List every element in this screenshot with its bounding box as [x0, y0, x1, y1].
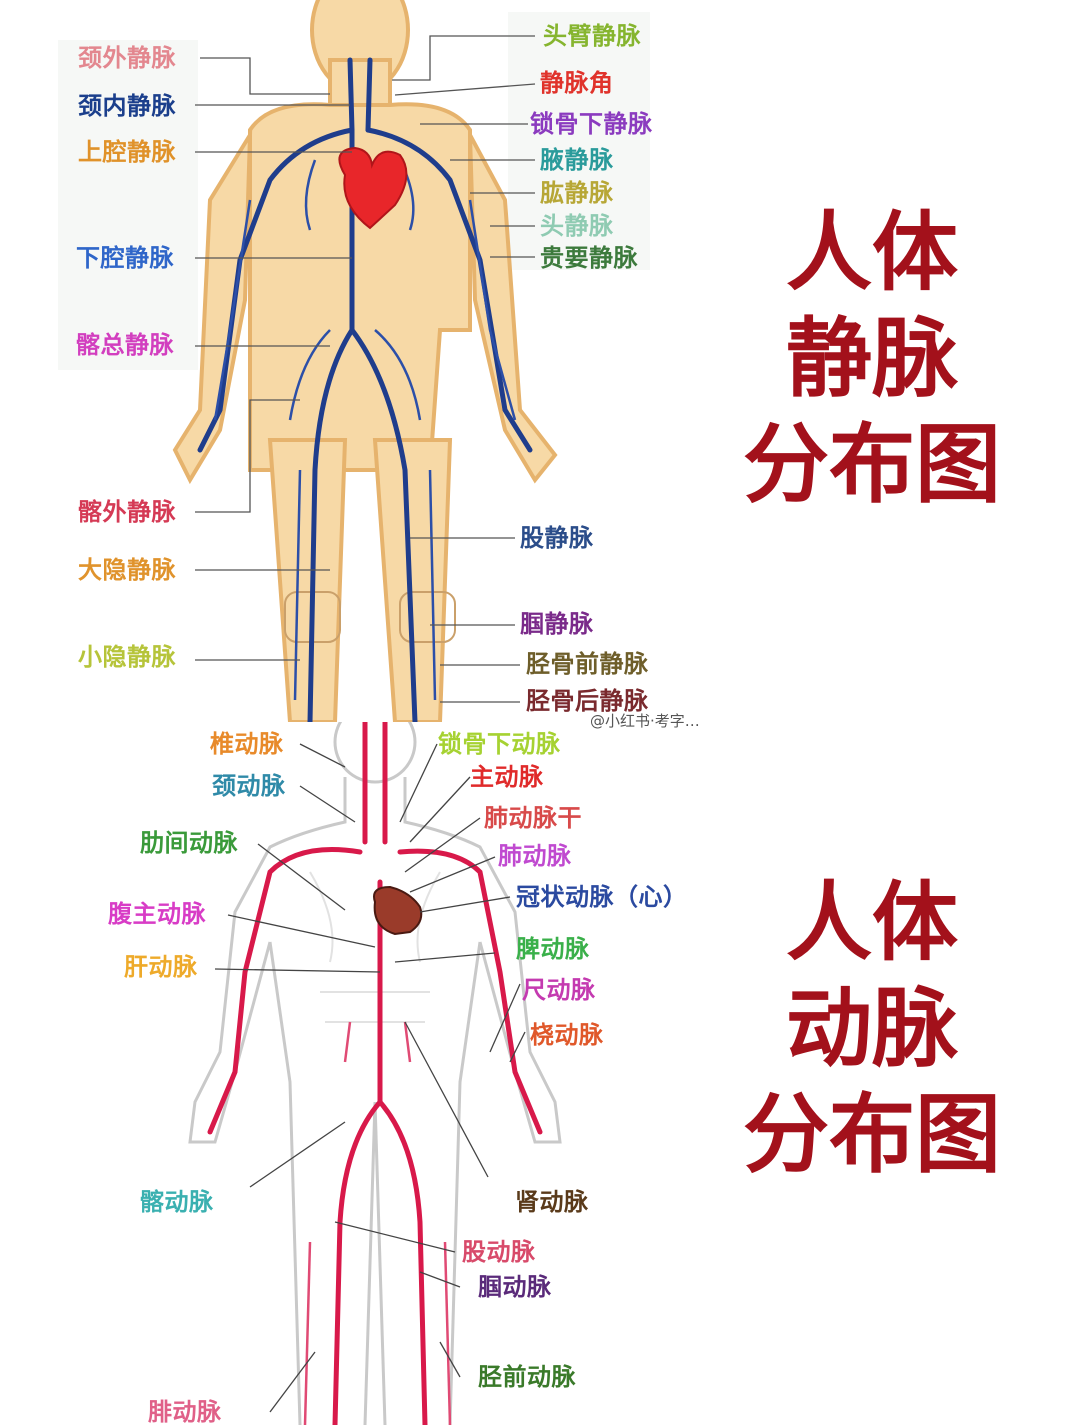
label-external-iliac-vein: 髂外静脉 [78, 498, 176, 526]
label-brachiocephalic-vein: 头臂静脉 [543, 22, 641, 50]
artery-diagram-title: 人体 动脉 分布图 [742, 880, 1002, 1198]
artery-title-line-1: 人体 [786, 873, 958, 973]
label-anterior-tibial-artery: 胫前动脉 [478, 1363, 576, 1391]
label-iliac-artery: 髂动脉 [140, 1188, 214, 1216]
label-carotid-artery: 颈动脉 [212, 772, 286, 800]
label-subclavian-artery: 锁骨下动脉 [438, 730, 561, 758]
label-radial-artery: 桡动脉 [530, 1021, 604, 1049]
label-ulnar-artery: 尺动脉 [522, 976, 596, 1004]
heart [338, 146, 408, 230]
label-aorta: 主动脉 [470, 763, 544, 791]
label-pulmonary-artery: 肺动脉 [498, 842, 572, 870]
label-peroneal-artery: 腓动脉 [148, 1398, 222, 1426]
vein-body-figure [58, 0, 650, 722]
branch-arteries [303, 1021, 452, 1425]
label-inferior-vena-cava: 下腔静脉 [76, 244, 174, 272]
artery-title-line-3: 分布图 [743, 1085, 1001, 1185]
label-popliteal-artery: 腘动脉 [478, 1273, 552, 1301]
label-posterior-tibial-vein: 胫骨后静脉 [526, 687, 649, 715]
label-subclavian-vein: 锁骨下静脉 [530, 110, 653, 138]
label-femoral-artery: 股动脉 [462, 1238, 536, 1266]
vein-title-line-1: 人体 [786, 203, 958, 303]
vein-diagram-panel: 颈外静脉 颈内静脉 上腔静脉 下腔静脉 髂总静脉 髂外静脉 大隐静脉 小隐静脉 … [58, 0, 1002, 730]
label-small-saphenous-vein: 小隐静脉 [78, 643, 176, 671]
label-pulmonary-trunk: 肺动脉干 [484, 804, 582, 832]
label-anterior-tibial-vein: 胫骨前静脉 [526, 650, 649, 678]
label-great-saphenous-vein: 大隐静脉 [78, 556, 176, 584]
left-label-backdrop [58, 40, 198, 370]
body-silhouette [172, 0, 558, 722]
label-splenic-artery: 脾动脉 [516, 935, 590, 963]
label-internal-jugular-vein: 颈内静脉 [78, 92, 176, 120]
body-outline [188, 722, 562, 1425]
artery-title-line-2: 动脉 [786, 979, 958, 1079]
label-renal-artery: 肾动脉 [515, 1188, 589, 1216]
vein-title-line-2: 静脉 [786, 309, 958, 409]
artery-diagram-panel: 椎动脉 颈动脉 肋间动脉 腹主动脉 肝动脉 髂动脉 腓动脉 锁骨下动脉 主动脉 … [0, 722, 1080, 1425]
label-brachial-vein: 肱静脉 [540, 179, 614, 207]
label-external-jugular-vein: 颈外静脉 [78, 44, 176, 72]
label-vertebral-artery: 椎动脉 [210, 730, 284, 758]
label-abdominal-aorta: 腹主动脉 [108, 900, 206, 928]
artery-leader-lines [214, 743, 526, 1413]
heart [373, 885, 423, 936]
right-label-backdrop [508, 12, 650, 270]
label-common-iliac-vein: 髂总静脉 [76, 331, 174, 359]
label-femoral-vein: 股静脉 [520, 524, 594, 552]
main-veins [197, 57, 533, 722]
label-hepatic-artery: 肝动脉 [124, 953, 198, 981]
vein-diagram-title: 人体 静脉 分布图 [742, 210, 1002, 528]
label-intercostal-artery: 肋间动脉 [140, 829, 238, 857]
label-venous-angle: 静脉角 [540, 69, 614, 97]
label-coronary-artery: 冠状动脉（心） [516, 883, 688, 911]
vein-title-line-3: 分布图 [743, 415, 1001, 515]
watermark: @小红书·考字… [590, 712, 700, 730]
label-superior-vena-cava: 上腔静脉 [78, 138, 176, 166]
branch-veins [213, 159, 517, 701]
label-axillary-vein: 腋静脉 [540, 146, 614, 174]
artery-body-figure [188, 722, 562, 1425]
label-popliteal-vein: 腘静脉 [520, 610, 594, 638]
label-basilic-vein: 贵要静脉 [540, 244, 638, 272]
vein-leader-lines [195, 35, 536, 703]
label-cephalic-vein: 头静脉 [540, 212, 614, 240]
